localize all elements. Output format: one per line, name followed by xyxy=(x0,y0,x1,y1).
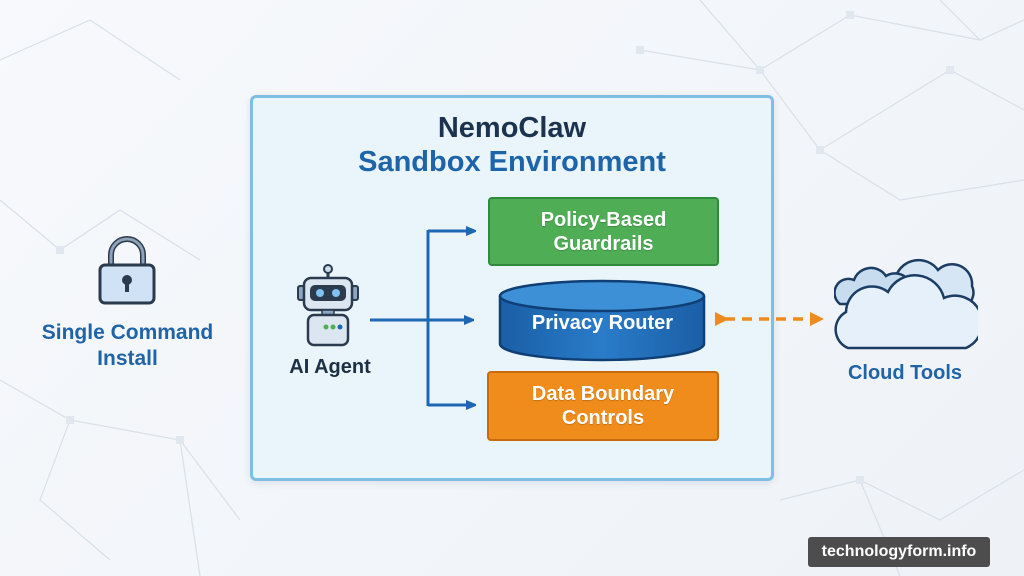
single-command-install-label: Single Command Install xyxy=(41,321,214,370)
agent-to-components-arrows xyxy=(370,230,472,406)
cloud-tools-label: Cloud Tools xyxy=(847,362,963,384)
data-boundary-controls-box: Data Boundary Controls xyxy=(487,371,719,441)
policy-guardrails-box: Policy-Based Guardrails xyxy=(488,197,719,266)
lock-icon xyxy=(98,236,156,305)
privacy-router-database-icon xyxy=(498,279,706,362)
sandbox-subtitle: Sandbox Environment xyxy=(358,146,666,178)
watermark-label: technologyform.info xyxy=(808,537,990,567)
sandbox-title: NemoClaw xyxy=(437,112,587,144)
robot-icon xyxy=(297,264,359,347)
ai-agent-label: AI Agent xyxy=(289,356,371,378)
privacy-router-label: Privacy Router xyxy=(531,312,674,334)
cloud-icon xyxy=(834,258,978,350)
